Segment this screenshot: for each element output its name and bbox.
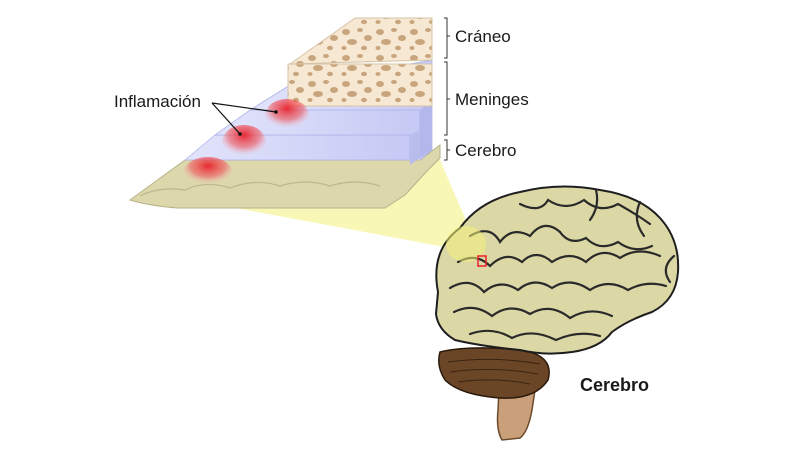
inflammation-spot-2 xyxy=(222,125,266,159)
skull-block-top xyxy=(288,17,433,65)
layer-inset xyxy=(128,17,441,209)
label-brain-layer: Cerebro xyxy=(455,141,517,160)
zoom-marker xyxy=(477,255,487,267)
brain-highlight xyxy=(446,226,486,262)
inflammation-spot-1 xyxy=(265,99,309,131)
skull-block-front xyxy=(287,63,433,107)
label-brain: Cerebro xyxy=(580,375,650,395)
meninges-layer-3 xyxy=(183,134,411,161)
brain-illustration xyxy=(434,185,680,441)
label-meninges: Meninges xyxy=(455,90,529,109)
cerebrum xyxy=(434,185,680,355)
label-brackets xyxy=(444,17,450,161)
inflammation-spot-3 xyxy=(184,157,232,187)
label-skull: Cráneo xyxy=(455,27,511,46)
label-inflammation: Inflamación xyxy=(114,92,201,111)
